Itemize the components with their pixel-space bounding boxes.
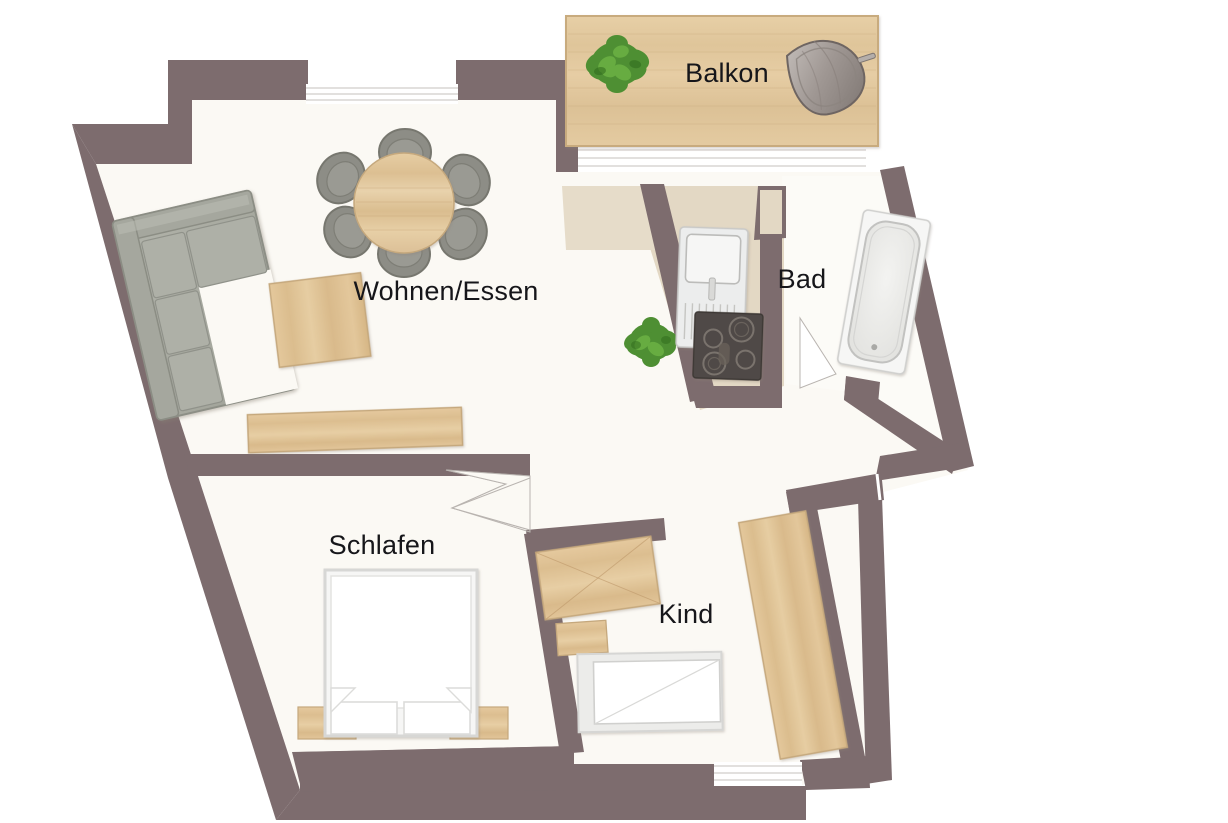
wall-top-a <box>168 60 308 100</box>
niche-fill <box>760 190 782 234</box>
wall-top-b <box>456 60 578 172</box>
walls <box>72 60 974 820</box>
wall-hall-right-top-2 <box>786 474 880 514</box>
bed <box>323 568 479 738</box>
balcony-door <box>578 146 866 172</box>
room-label-schlafen: Schlafen <box>329 530 436 560</box>
wall-bottomright-corner <box>800 756 870 790</box>
sideboard <box>246 406 464 454</box>
wall-kind-left <box>524 532 584 754</box>
sofa <box>111 189 299 421</box>
wohnen-essen-furniture <box>111 128 679 454</box>
windows <box>306 84 866 786</box>
wall-topleft-step <box>72 60 192 164</box>
balcony-grill <box>785 40 876 116</box>
coffee-table <box>268 271 372 369</box>
window-living-north <box>306 84 458 104</box>
child-desk <box>576 650 724 734</box>
room-label-wohnen-essen: Wohnen/Essen <box>353 276 538 306</box>
dining-table <box>353 152 455 254</box>
door-kind <box>450 477 531 533</box>
balcony-plant <box>585 35 650 93</box>
wall-right-lower <box>858 496 892 784</box>
wall-bottom-2 <box>292 746 574 792</box>
door-hall-gap <box>875 473 882 501</box>
wall-living-schlafen <box>184 454 530 476</box>
wardrobe-kind <box>737 510 849 760</box>
door-bad <box>799 316 837 389</box>
kind-furniture <box>534 510 849 760</box>
hall-plant <box>624 317 679 367</box>
kitchen-sink <box>675 226 749 350</box>
dining-chair <box>316 151 366 205</box>
bathtub <box>836 209 932 375</box>
room-label-bad: Bad <box>778 264 827 294</box>
window-kind-south <box>714 762 802 786</box>
cooktop <box>692 311 764 381</box>
room-labels: Balkon Wohnen/Essen Bad Schlafen Kind <box>329 58 827 629</box>
wall-kind-top <box>526 518 666 552</box>
room-label-balkon: Balkon <box>685 58 769 88</box>
child-stool <box>555 619 609 657</box>
door-swings <box>445 316 882 533</box>
child-bed <box>534 535 662 621</box>
kitchen-fixtures <box>675 226 764 381</box>
wall-bad-bottom-2 <box>844 376 880 404</box>
bad-fixtures <box>836 209 932 375</box>
floor-mat <box>562 186 660 250</box>
dining-chairs <box>316 128 491 278</box>
balkon-area <box>565 15 879 147</box>
schlafen-furniture <box>297 568 509 740</box>
wall-kitchen-bottom <box>690 386 782 408</box>
room-label-kind: Kind <box>659 599 714 629</box>
